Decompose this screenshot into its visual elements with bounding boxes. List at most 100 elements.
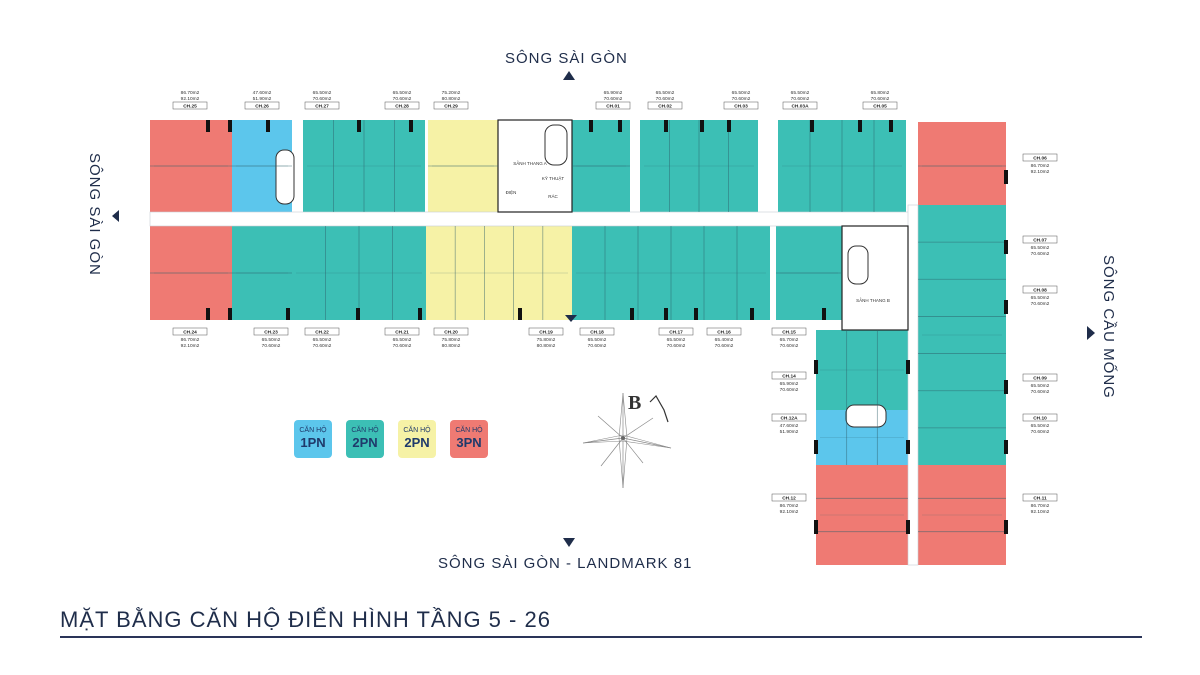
legend-3pn: CĂN HỘ 3PN — [450, 420, 488, 458]
legend-2pn-teal: CĂN HỘ 2PN — [346, 420, 384, 458]
unit-code: CH.03 — [734, 104, 748, 110]
wall-stub — [228, 120, 232, 132]
unit-area-a: 65.50m2 — [667, 337, 686, 343]
unit-area-a: 65.50m2 — [1031, 383, 1050, 389]
stair-icon — [845, 404, 887, 428]
unit-code-box — [706, 327, 742, 336]
wall-stub — [1004, 380, 1008, 394]
unit-code-box — [384, 101, 420, 110]
unit-area-a: 65.50m2 — [262, 337, 281, 343]
unit-area-b: 80.80m2 — [442, 343, 461, 349]
unit-code: CH.21 — [395, 330, 409, 336]
unit-code-box — [304, 327, 340, 336]
direction-right: SÔNG CẦU MỐNG — [1100, 255, 1117, 399]
unit-code: CH.06 — [1033, 156, 1047, 162]
unit-area-a: 86.70m2 — [780, 503, 799, 509]
unit-code: CH.16 — [717, 330, 731, 336]
unit-code: CH.07 — [1033, 238, 1047, 244]
west-arrow — [112, 210, 119, 222]
unit-area-a: 65.40m2 — [715, 337, 734, 343]
unit-area-b: 70.60m2 — [1031, 251, 1050, 257]
unit-area-b: 70.60m2 — [393, 96, 412, 102]
unit-code-box — [647, 101, 683, 110]
unit-code: CH.12A — [780, 416, 798, 422]
wall-stub — [889, 120, 893, 132]
unit-code: CH.27 — [315, 104, 329, 110]
wall-stub — [750, 308, 754, 320]
unit-code-box — [304, 101, 340, 110]
unit-code-box — [658, 327, 694, 336]
legend-3pn-small: CĂN HỘ — [455, 427, 483, 434]
wall-stub — [1004, 300, 1008, 314]
unit-code: CH.05 — [873, 104, 887, 110]
unit-code-box — [862, 101, 898, 110]
wall-stub — [814, 520, 818, 534]
compass-ray — [597, 415, 624, 439]
unit-area-a: 86.70m2 — [181, 90, 200, 96]
entrance-arrow — [565, 315, 577, 322]
unit-code-box — [528, 327, 564, 336]
unit-code-box — [595, 101, 631, 110]
unit-area-a: 65.50m2 — [791, 90, 810, 96]
unit-code-box — [172, 327, 208, 336]
unit-area-a: 65.50m2 — [313, 90, 332, 96]
wall-stub — [1004, 520, 1008, 534]
compass-needle — [618, 392, 628, 489]
compass-ray — [622, 417, 654, 439]
wall-stub — [906, 360, 910, 374]
wall-stub — [694, 308, 698, 320]
unit-area-b: 92.10m2 — [1031, 169, 1050, 175]
wall-stub — [618, 120, 622, 132]
unit-area-b: 70.60m2 — [780, 343, 799, 349]
core-label-stair-b: SẢNH THANG B — [856, 297, 890, 303]
wall-stub — [906, 520, 910, 534]
unit-area-a: 86.70m2 — [1031, 163, 1050, 169]
wall-stub — [206, 120, 210, 132]
unit-code: CH.19 — [539, 330, 553, 336]
wall-stub — [814, 440, 818, 454]
unit-code: CH.24 — [183, 330, 197, 336]
wall-stub — [518, 308, 522, 320]
wall-stub — [418, 308, 422, 320]
unit-area-a: 75.20m2 — [442, 90, 461, 96]
unit-code-box — [782, 101, 818, 110]
unit-code: CH.25 — [183, 104, 197, 110]
unit-code-box — [244, 101, 280, 110]
wall-stub — [906, 440, 910, 454]
legend-2pn-yellow: CĂN HỘ 2PN — [398, 420, 436, 458]
unit-code: CH.29 — [444, 104, 458, 110]
unit-area-a: 65.50m2 — [1031, 295, 1050, 301]
wall-stub — [822, 308, 826, 320]
unit-code-box — [579, 327, 615, 336]
direction-bottom: SÔNG SÀI GÒN - LANDMARK 81 — [438, 555, 693, 572]
unit-area-a: 47.60m2 — [780, 423, 799, 429]
unit-area-a: 75.80m2 — [442, 337, 461, 343]
unit-code-box — [1022, 493, 1058, 502]
unit-area-b: 70.60m2 — [791, 96, 810, 102]
unit-area-a: 47.60m2 — [253, 90, 272, 96]
compass-ray — [622, 437, 672, 449]
unit-code: CH.17 — [669, 330, 683, 336]
unit-code-box — [1022, 153, 1058, 162]
unit-area-a: 86.70m2 — [1031, 503, 1050, 509]
unit-code: CH.09 — [1033, 376, 1047, 382]
unit-code: CH.14 — [782, 374, 796, 380]
unit-area-b: 80.80m2 — [537, 343, 556, 349]
